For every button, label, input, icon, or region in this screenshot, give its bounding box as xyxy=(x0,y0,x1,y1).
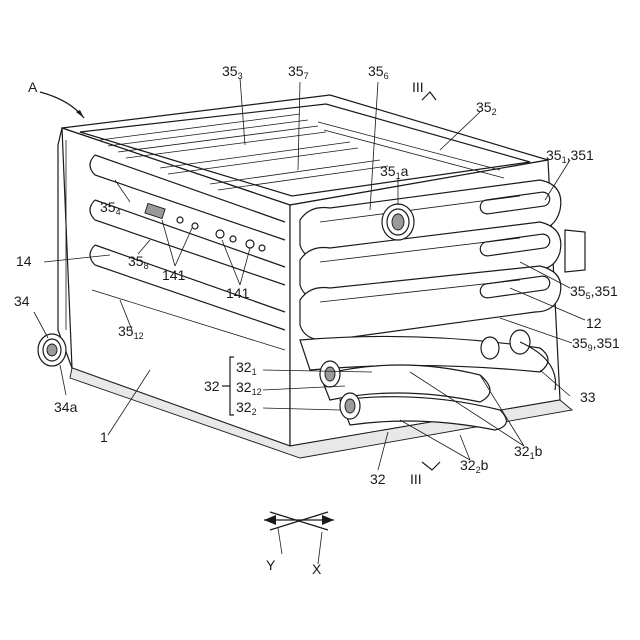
svg-text:351,351: 351,351 xyxy=(546,147,594,165)
svg-text:III: III xyxy=(412,79,424,95)
svg-text:355,351: 355,351 xyxy=(570,283,618,301)
label-34a: 34a xyxy=(54,399,78,415)
label-35-7: 35 xyxy=(288,63,304,79)
right-flange xyxy=(565,230,585,272)
label-35-6: 35 xyxy=(368,63,384,79)
svg-text:321b: 321b xyxy=(514,443,543,461)
label-32-2: 32 xyxy=(236,399,252,415)
svg-text:1: 1 xyxy=(100,429,108,445)
label-35-1-351: 35 xyxy=(546,147,562,163)
label-33: 33 xyxy=(580,389,596,405)
svg-text:351a: 351a xyxy=(380,163,409,181)
svg-text:III: III xyxy=(410,471,422,487)
label-14: 14 xyxy=(16,253,32,269)
label-141-a: 141 xyxy=(162,267,186,283)
fitting-351a xyxy=(382,204,414,240)
svg-text:356: 356 xyxy=(368,63,389,81)
svg-text:33: 33 xyxy=(580,389,596,405)
label-35-9-351: 35 xyxy=(572,335,588,351)
svg-text:12: 12 xyxy=(586,315,602,331)
svg-text:Y: Y xyxy=(266,557,276,573)
svg-text:32: 32 xyxy=(370,471,386,487)
svg-text:34a: 34a xyxy=(54,399,78,415)
label-141-b: 141 xyxy=(226,285,250,301)
label-35-12: 35 xyxy=(118,323,134,339)
label-1: 1 xyxy=(100,429,108,445)
svg-text:357: 357 xyxy=(288,63,309,81)
svg-text:353: 353 xyxy=(222,63,243,81)
svg-text:352: 352 xyxy=(476,99,497,117)
label-35-5-351: 35 xyxy=(570,283,586,299)
label-32-group: 32 xyxy=(204,378,220,394)
label-35-8: 35 xyxy=(128,253,144,269)
svg-text:32: 32 xyxy=(204,378,220,394)
label-12: 12 xyxy=(586,315,602,331)
svg-text:359,351: 359,351 xyxy=(572,335,620,353)
label-35-4: 35 xyxy=(100,199,116,215)
label-32-2b: 32 xyxy=(460,457,476,473)
svg-text:X: X xyxy=(312,561,322,577)
label-32-bottom: 32 xyxy=(370,471,386,487)
label-32-1b: 32 xyxy=(514,443,530,459)
label-section-top: III xyxy=(412,79,424,95)
label-32-1: 32 xyxy=(236,359,252,375)
label-Y: Y xyxy=(266,557,276,573)
label-32-12: 32 xyxy=(236,379,252,395)
label-35-1a: 35 xyxy=(380,163,396,179)
label-35-3: 35 xyxy=(222,63,238,79)
label-X: X xyxy=(312,561,322,577)
svg-text:322b: 322b xyxy=(460,457,489,475)
label-section-bottom: III xyxy=(410,471,422,487)
svg-text:34: 34 xyxy=(14,293,30,309)
svg-text:141: 141 xyxy=(162,267,186,283)
svg-text:14: 14 xyxy=(16,253,32,269)
svg-text:141: 141 xyxy=(226,285,250,301)
svg-text:A: A xyxy=(28,79,38,95)
label-34: 34 xyxy=(14,293,30,309)
label-35-2: 35 xyxy=(476,99,492,115)
label-A: A xyxy=(28,79,38,95)
fitting-34 xyxy=(38,334,66,366)
